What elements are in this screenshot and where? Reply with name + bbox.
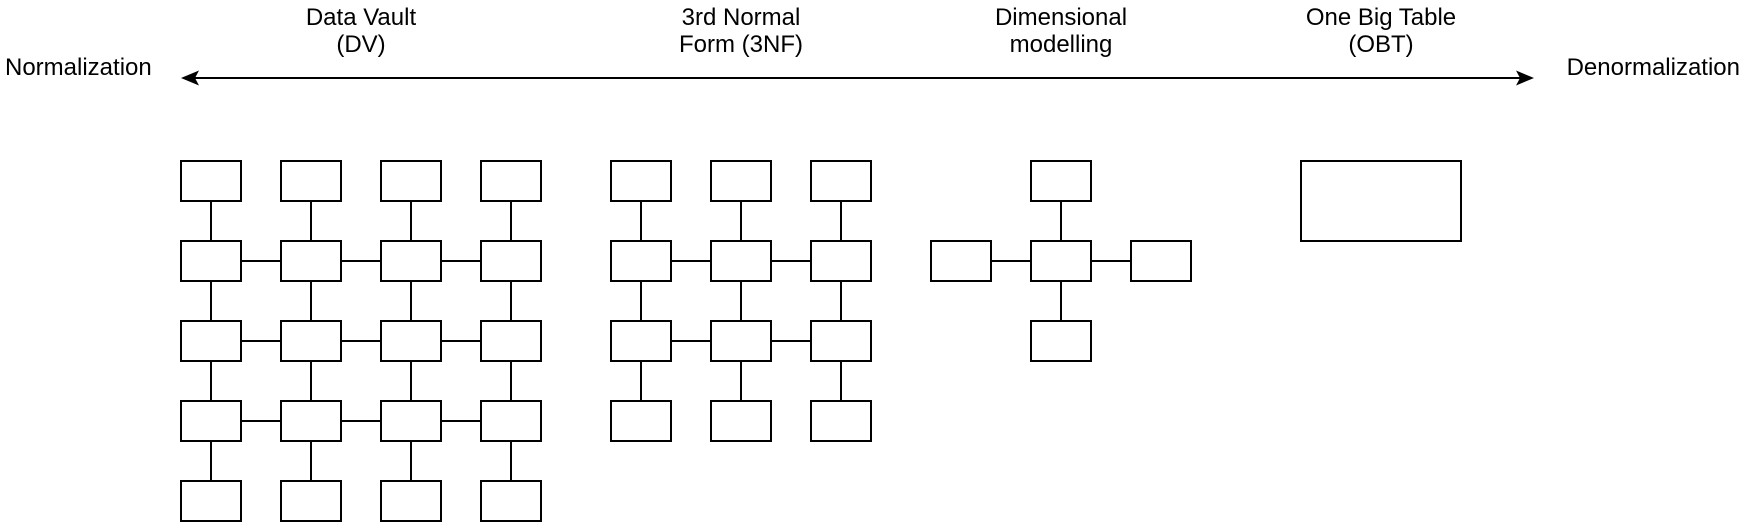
- table-box: [1030, 320, 1092, 362]
- third-normal-form-label-line-1: 3rd Normal: [682, 4, 801, 31]
- table-box: [610, 320, 672, 362]
- table-box: [380, 400, 442, 442]
- table-box: [810, 400, 872, 442]
- table-box: [610, 400, 672, 442]
- table-box: [480, 240, 542, 282]
- table-box: [710, 400, 772, 442]
- one-big-table-label-line-1: One Big Table: [1306, 4, 1456, 31]
- table-box: [1300, 160, 1462, 242]
- table-box: [280, 320, 342, 362]
- table-box: [480, 480, 542, 522]
- table-box: [380, 320, 442, 362]
- table-box: [480, 160, 542, 202]
- one-big-table-schema: [1300, 160, 1462, 242]
- dimensional-modelling-label-line-1: Dimensional: [995, 4, 1127, 31]
- schemas-layer: [180, 160, 1462, 522]
- table-box: [380, 240, 442, 282]
- data-vault-schema: [180, 160, 542, 522]
- arrowhead-left-icon: [181, 70, 199, 86]
- table-box: [280, 400, 342, 442]
- table-box: [710, 160, 772, 202]
- table-box: [380, 160, 442, 202]
- table-box: [930, 240, 992, 282]
- table-box: [380, 480, 442, 522]
- table-box: [480, 400, 542, 442]
- group-labels: Data Vault (DV) 3rd Normal Form (3NF) Di…: [306, 4, 1456, 58]
- one-big-table-label-line-2: (OBT): [1348, 31, 1413, 58]
- table-box: [480, 320, 542, 362]
- denormalization-label: Denormalization: [1567, 54, 1740, 81]
- table-box: [810, 320, 872, 362]
- table-box: [180, 480, 242, 522]
- table-box: [710, 320, 772, 362]
- data-vault-label-line-2: (DV): [336, 31, 385, 58]
- table-box: [610, 160, 672, 202]
- arrowhead-right-icon: [1516, 70, 1534, 86]
- normalization-label: Normalization: [5, 54, 152, 81]
- table-box: [280, 160, 342, 202]
- table-box: [1130, 240, 1192, 282]
- third-normal-form-schema: [610, 160, 872, 442]
- table-box: [180, 400, 242, 442]
- table-box: [280, 240, 342, 282]
- third-normal-form-label-line-2: Form (3NF): [679, 31, 803, 58]
- normalization-spectrum-arrow: [181, 70, 1534, 86]
- dimensional-modelling-label-line-2: modelling: [1010, 31, 1113, 58]
- table-box: [280, 480, 342, 522]
- table-box: [610, 240, 672, 282]
- table-box: [1030, 240, 1092, 282]
- table-box: [180, 320, 242, 362]
- table-box: [180, 160, 242, 202]
- data-vault-label-line-1: Data Vault: [306, 4, 417, 31]
- table-box: [1030, 160, 1092, 202]
- table-box: [710, 240, 772, 282]
- table-box: [810, 240, 872, 282]
- table-box: [810, 160, 872, 202]
- dimensional-modelling-schema: [930, 160, 1192, 362]
- table-box: [180, 240, 242, 282]
